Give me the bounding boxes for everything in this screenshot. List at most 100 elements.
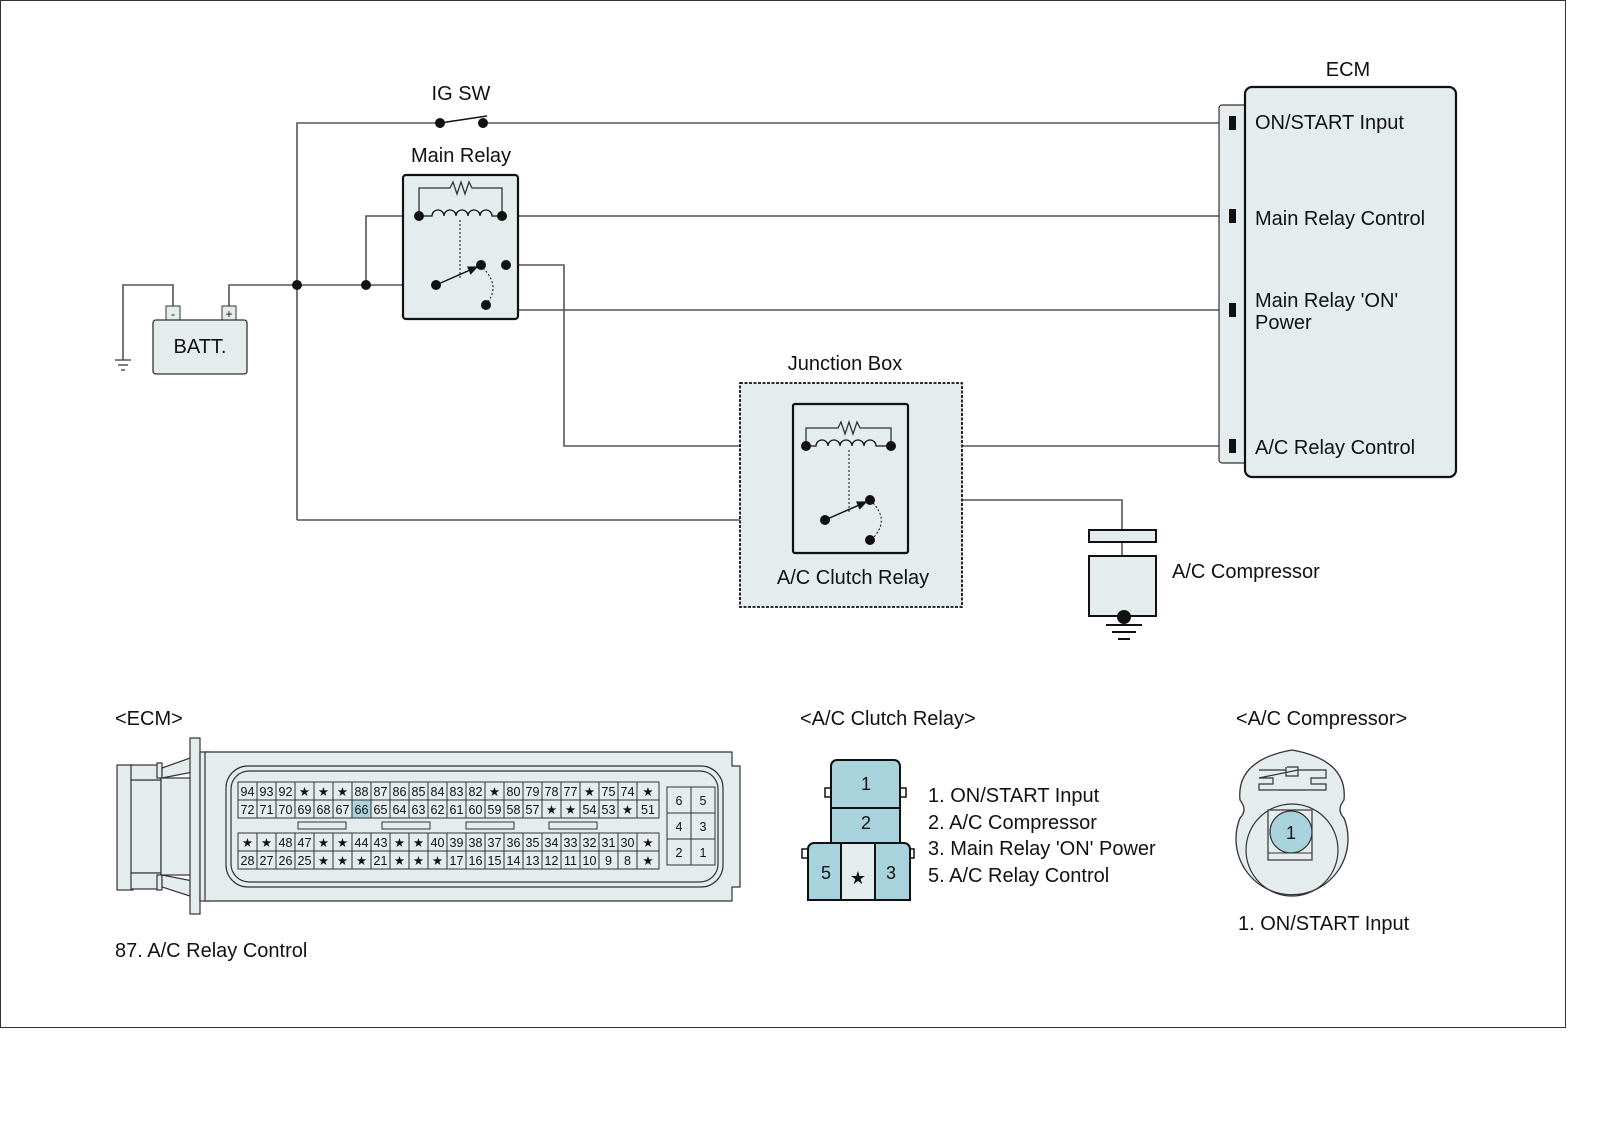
- ecm-pin-number: 94: [241, 785, 255, 799]
- ecm-pin-main-relay-control: Main Relay Control: [1255, 208, 1425, 230]
- ecm-pin-number: ★: [622, 803, 633, 817]
- ecm-pin-terminal: [1229, 303, 1236, 317]
- ig-switch: IG SW: [432, 83, 491, 128]
- ecm-pin-number: ★: [432, 854, 443, 868]
- ac-clutch-relay: [791, 402, 910, 555]
- ecm-pin-number: ★: [642, 836, 653, 850]
- compressor-pin-1: 1: [1286, 823, 1296, 843]
- ecm-pin-cell: [636, 850, 660, 870]
- ecm-small-pin-number: 1: [700, 846, 707, 860]
- ecm-pin-number: ★: [318, 785, 329, 799]
- ecm-block: ECM ON/START Input Main Relay Control Ma…: [1218, 59, 1458, 479]
- junctions: [292, 280, 371, 290]
- ecm-pin-number: 65: [374, 803, 388, 817]
- ecm-pin-number: 82: [469, 785, 483, 799]
- ecm-pin-number: 30: [621, 836, 635, 850]
- ecm-pin-number: 70: [279, 803, 293, 817]
- ecm-pin-number: ★: [337, 836, 348, 850]
- ecm-pin-number: 79: [526, 785, 540, 799]
- ecm-pin-number: 58: [507, 803, 521, 817]
- ecm-pin-number: ★: [356, 854, 367, 868]
- ac-compressor: A/C Compressor: [1088, 529, 1320, 640]
- relay-legend-5: 5. A/C Relay Control: [928, 865, 1109, 887]
- ecm-pin-number: ★: [546, 803, 557, 817]
- ecm-pin-number: ★: [242, 836, 253, 850]
- ecm-pin-number: 63: [412, 803, 426, 817]
- ac-compressor-label: A/C Compressor: [1172, 561, 1320, 583]
- ecm-pin-number: 62: [431, 803, 445, 817]
- ig-switch-label: IG SW: [432, 83, 491, 105]
- ecm-pin-number: 83: [450, 785, 464, 799]
- ecm-pin-number: 37: [488, 836, 502, 850]
- ecm-pin-number: ★: [394, 836, 405, 850]
- ecm-pin-number: 92: [279, 785, 293, 799]
- ecm-pin-number: 31: [602, 836, 616, 850]
- compressor-legend-1: 1. ON/START Input: [1238, 913, 1410, 935]
- ecm-pin-ac-relay-control: A/C Relay Control: [1255, 437, 1415, 459]
- relay-legend-3: 3. Main Relay 'ON' Power: [928, 838, 1156, 860]
- wires: [122, 122, 1232, 556]
- ecm-small-pin-number: 2: [676, 846, 683, 860]
- ecm-pin-number: 32: [583, 836, 597, 850]
- ecm-pin-number: 67: [336, 803, 350, 817]
- ecm-pin-number: 86: [393, 785, 407, 799]
- ecm-pin-number: 54: [583, 803, 597, 817]
- ecm-pin-number: 14: [507, 854, 521, 868]
- ecm-pin-number: 88: [355, 785, 369, 799]
- ecm-small-pin-number: 3: [700, 820, 707, 834]
- ac-compressor-connector-title: <A/C Compressor>: [1236, 708, 1407, 730]
- ecm-pin-number: 9: [605, 854, 612, 868]
- relay-pin-3: 3: [886, 863, 896, 883]
- ground-icon: [115, 359, 131, 371]
- battery: - + BATT.: [152, 305, 248, 375]
- ecm-pin-number: 35: [526, 836, 540, 850]
- ecm-pin-number: 43: [374, 836, 388, 850]
- wire-batt-neg: [122, 284, 174, 360]
- relay-legend-2: 2. A/C Compressor: [928, 812, 1097, 834]
- ecm-pin-number: 34: [545, 836, 559, 850]
- ecm-pin-number: ★: [565, 803, 576, 817]
- ecm-pin-number: 15: [488, 854, 502, 868]
- relay-pin-1: 1: [861, 774, 871, 794]
- junction-box-label: Junction Box: [788, 353, 903, 375]
- ecm-pin-number: 21: [374, 854, 388, 868]
- key-slot: [297, 821, 347, 830]
- ecm-pin-number: 53: [602, 803, 616, 817]
- wire-ig-sw: [296, 122, 440, 520]
- ecm-small-pin-number: 6: [676, 794, 683, 808]
- ecm-pin-number: 85: [412, 785, 426, 799]
- ecm-pin-number: 25: [298, 854, 312, 868]
- ecm-pin-number: ★: [261, 836, 272, 850]
- ecm-pin-number: 27: [260, 854, 274, 868]
- ecm-pin-main-relay-on-power-line2: Power: [1255, 312, 1312, 334]
- ecm-pin-number: 17: [450, 854, 464, 868]
- ecm-small-pin-number: 4: [676, 820, 683, 834]
- ecm-pin-number: 72: [241, 803, 255, 817]
- ecm-pin-number: 48: [279, 836, 293, 850]
- ecm-pin-terminal: [1229, 116, 1236, 130]
- ecm-pin-number: 8: [624, 854, 631, 868]
- ecm-pin-number: 84: [431, 785, 445, 799]
- ecm-pin-number: 80: [507, 785, 521, 799]
- ac-clutch-relay-connector-title: <A/C Clutch Relay>: [800, 708, 976, 730]
- battery-pos-terminal: +: [225, 307, 232, 321]
- ecm-pin-number: 28: [241, 854, 255, 868]
- ecm-small-pin-number: 5: [700, 794, 707, 808]
- ecm-pin-number: ★: [413, 854, 424, 868]
- ecm-pin-number: 66: [355, 803, 369, 817]
- ecm-title: ECM: [1326, 59, 1370, 81]
- ecm-pin-number: 44: [355, 836, 369, 850]
- key-slot: [465, 821, 515, 830]
- ecm-pin-number: ★: [642, 785, 653, 799]
- ecm-pin-number: 40: [431, 836, 445, 850]
- main-relay: Main Relay: [401, 145, 520, 321]
- ecm-pin-number: 74: [621, 785, 635, 799]
- wire-main-relay-out: [481, 264, 806, 447]
- ecm-pin-number: ★: [337, 785, 348, 799]
- ecm-pin-number: 16: [469, 854, 483, 868]
- ecm-pin-number: ★: [413, 836, 424, 850]
- ecm-pin-number: 33: [564, 836, 578, 850]
- ecm-pin-number: ★: [318, 854, 329, 868]
